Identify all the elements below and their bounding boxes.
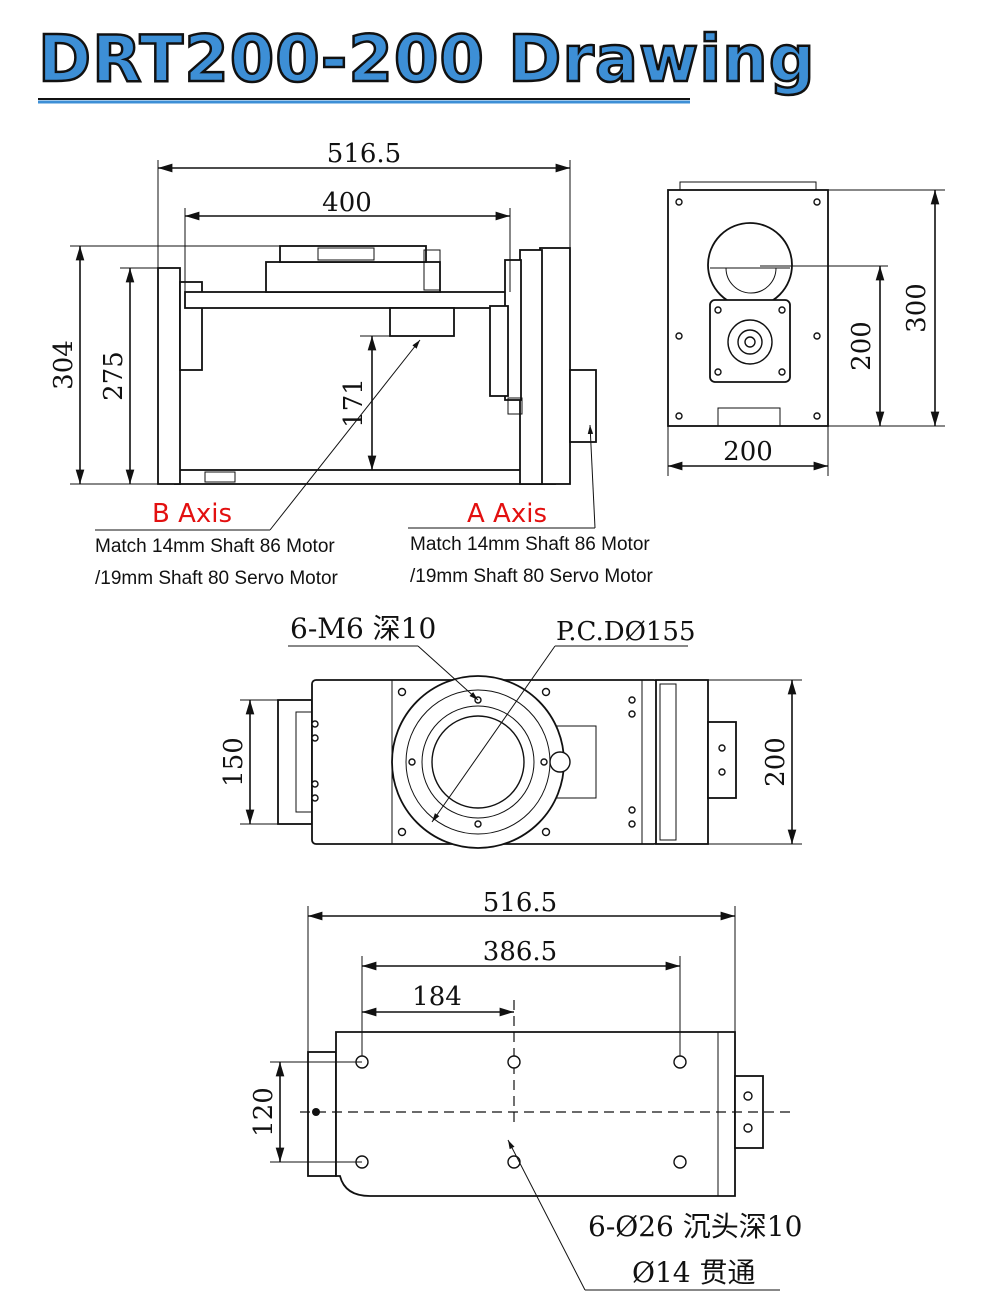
note-pcd-155: P.C.DØ155 [556, 617, 696, 647]
dim-516-5-bottom: 516.5 [483, 888, 557, 918]
b-axis-note-line2: /19mm Shaft 80 Servo Motor [95, 568, 339, 589]
bottom-view: 516.5 386.5 184 120 [249, 888, 790, 1291]
bottom-dims: 516.5 386.5 184 120 [249, 888, 780, 1291]
dim-200-inner: 200 [847, 321, 877, 371]
side-view: 300 200 200 [667, 181, 945, 476]
dim-275: 275 [99, 351, 129, 401]
drawing-title: DRT200-200 Drawing [37, 22, 816, 99]
dim-200-top: 200 [761, 737, 791, 787]
dim-171: 171 [339, 378, 369, 428]
a-axis-note-line2: /19mm Shaft 80 Servo Motor [410, 566, 654, 587]
front-view-outline [157, 245, 597, 485]
front-view: 516.5 400 304 275 171 [49, 139, 597, 531]
dim-400: 400 [322, 188, 372, 218]
top-view: 150 200 [219, 645, 802, 849]
a-axis-label: A Axis [467, 499, 547, 529]
dim-184: 184 [412, 982, 462, 1012]
bottom-view-outline [300, 1000, 790, 1197]
a-axis-note-line1: Match 14mm Shaft 86 Motor [410, 534, 650, 555]
dim-150: 150 [219, 737, 249, 787]
note-6-m6-thread: 6-M6 深10 [290, 612, 436, 645]
b-axis-note-line1: Match 14mm Shaft 86 Motor [95, 536, 335, 557]
dim-386-5: 386.5 [483, 937, 557, 967]
note-through-hole: Ø14 贯通 [632, 1256, 756, 1289]
dim-516-5-front: 516.5 [327, 139, 401, 169]
side-view-outline [667, 181, 829, 427]
dim-300: 300 [902, 283, 932, 333]
dim-200-width: 200 [723, 437, 773, 467]
title-underline [38, 98, 690, 104]
b-axis-label: B Axis [152, 499, 232, 529]
top-view-outline [277, 675, 737, 849]
top-dims: 150 200 [219, 645, 802, 845]
front-dims: 516.5 400 304 275 171 [49, 139, 571, 485]
note-counterbore-holes: 6-Ø26 沉头深10 [588, 1210, 802, 1243]
axis-leaders [95, 339, 596, 531]
dim-304: 304 [49, 340, 79, 390]
dim-120: 120 [249, 1087, 279, 1137]
side-dims: 300 200 200 [667, 189, 945, 476]
